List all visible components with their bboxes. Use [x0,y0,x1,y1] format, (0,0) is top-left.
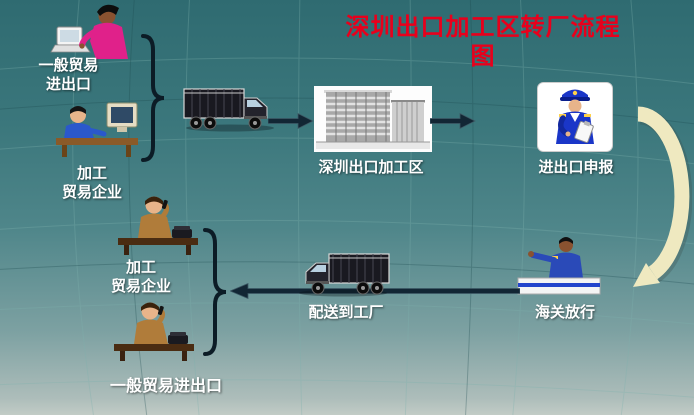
worker-at-desk-clipart-upper [118,196,198,255]
label-delivery: 配送到工厂 [294,303,398,322]
label-epz: 深圳出口加工区 [303,158,439,177]
label-processing-bottom-line2: 贸易企业 [110,278,171,295]
label-processing-bottom-line1: 加工 [125,259,156,276]
label-general-trade-bottom-text: 一般贸易进出口 [109,378,222,395]
slide-title: 深圳出口加工区转厂流程 图 [318,12,648,70]
label-declaration-text: 进出口申报 [538,159,614,176]
woman-at-laptop-clipart [50,4,128,59]
label-delivery-text: 配送到工厂 [308,304,384,321]
label-general-trade-top-line1: 一般贸易 [38,57,99,74]
truck-clipart-bottom [299,253,390,297]
truck-clipart-top [183,88,274,132]
label-general-trade-top: 一般贸易 进出口 [16,56,121,94]
flow-arrow-epz-to-declaration [430,113,476,129]
clerk-at-computer-clipart [56,102,138,157]
customs-desk-clipart [517,237,601,295]
label-general-trade-bottom: 一般贸易进出口 [88,377,244,396]
label-processing-top-line1: 加工 [76,165,107,182]
flow-arrow-truck-to-epz [268,113,314,129]
curved-return-arrow [633,106,692,287]
label-processing-enterprise-top: 加工 贸易企业 [47,164,137,202]
curly-brace-bottom [203,228,227,356]
factory-building-clipart [314,86,432,152]
customs-officer-clipart [537,82,613,152]
label-declaration: 进出口申报 [528,158,624,177]
curly-brace-top [141,34,165,162]
label-epz-text: 深圳出口加工区 [318,159,424,176]
worker-at-desk-clipart-lower [114,302,194,361]
label-customs-release-text: 海关放行 [534,304,595,321]
label-general-trade-top-line2: 进出口 [45,76,91,93]
label-processing-enterprise-bottom: 加工 贸易企业 [96,258,186,296]
title-line2: 图 [470,41,496,70]
title-line1: 深圳出口加工区转厂流程 [345,12,621,41]
label-processing-top-line2: 贸易企业 [61,184,122,201]
label-customs-release: 海关放行 [520,303,610,322]
